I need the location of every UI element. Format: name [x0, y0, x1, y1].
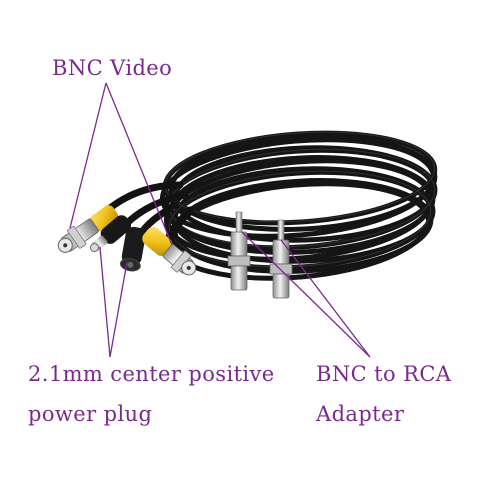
rca-adapter-label-line2: Adapter — [316, 402, 405, 426]
power-plug-label-line2: power plug — [28, 402, 153, 426]
callout-line-bnc-left — [69, 82, 107, 229]
callout-line-rca-left — [241, 231, 371, 358]
bnc-video-label: BNC Video — [52, 56, 173, 80]
callout-line-rca-right — [280, 239, 371, 358]
cable-coil — [159, 130, 438, 281]
callout-line-jack — [109, 261, 128, 358]
bnc-connector-right — [142, 227, 197, 276]
callout-line-plug — [99, 246, 111, 358]
callout-lines — [69, 82, 371, 358]
rca-adapter-left — [227, 211, 251, 291]
callout-line-bnc-right — [105, 82, 173, 246]
rca-adapter-label-line1: BNC to RCA — [316, 362, 452, 386]
bnc-connector-left — [57, 205, 119, 253]
dc-power-plug-male — [89, 215, 132, 252]
power-plug-label-line1: 2.1mm center positive — [28, 362, 275, 386]
